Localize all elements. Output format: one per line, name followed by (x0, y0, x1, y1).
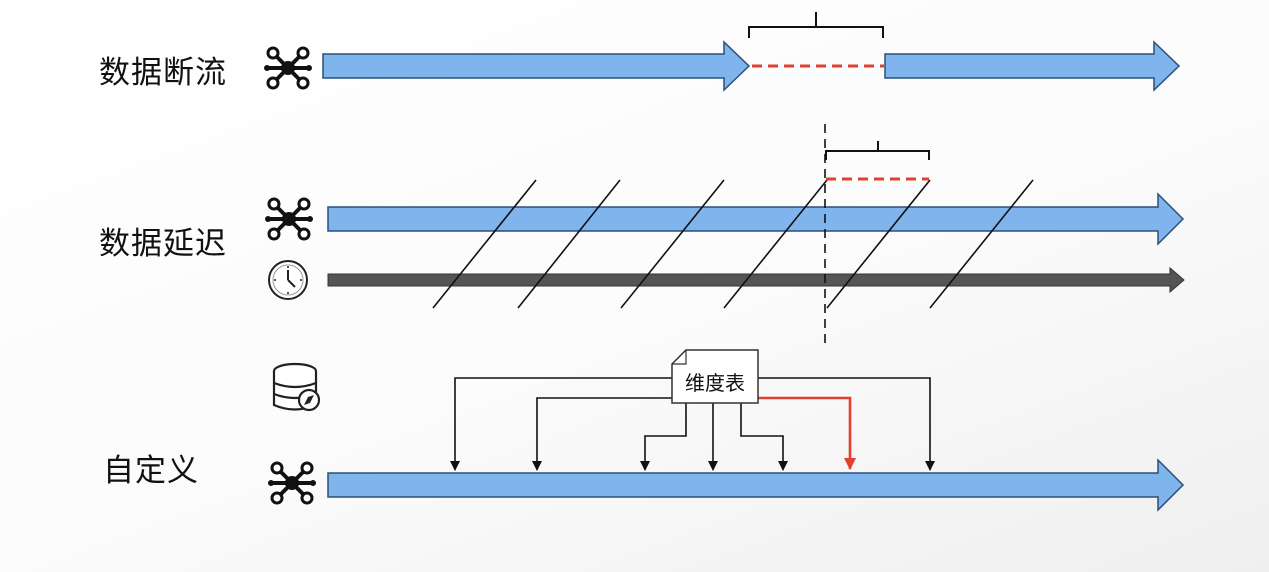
hub-icon-row3 (266, 461, 318, 505)
stream-arrow-row1-left (322, 40, 751, 92)
dimension-connectors (450, 377, 935, 471)
stream-arrow-row1-right (884, 40, 1181, 92)
slash-line (432, 179, 537, 309)
row-label-custom: 自定义 (103, 453, 199, 489)
database-icon (272, 362, 321, 412)
delay-brace (825, 141, 930, 160)
connector-right-1 (740, 403, 788, 471)
time-slash-lines (432, 179, 1034, 309)
row-label-data-break: 数据断流 (99, 55, 227, 91)
stream-arrow-row2 (327, 192, 1185, 246)
dimension-table-label: 维度表 (685, 371, 745, 395)
hub-icon-row2 (263, 197, 315, 241)
clock-stream-arrow (327, 266, 1185, 294)
connector-left-1 (640, 403, 687, 471)
slash-line (517, 179, 621, 309)
hub-icon-row1 (262, 46, 314, 90)
slash-line (620, 179, 725, 309)
slash-line (929, 179, 1034, 309)
connector-left-2 (532, 397, 672, 471)
connector-outer-right (758, 377, 935, 471)
dimension-table-box: 维度表 (671, 349, 759, 404)
stream-arrow-row3 (327, 458, 1185, 512)
row-label-data-delay: 数据延迟 (99, 226, 227, 262)
gap-brace-row1 (748, 12, 884, 38)
slash-line (723, 179, 828, 309)
slash-line (826, 179, 931, 309)
connector-outer-left (450, 377, 672, 471)
clock-icon (268, 260, 308, 300)
connector-red-highlight (756, 396, 856, 470)
